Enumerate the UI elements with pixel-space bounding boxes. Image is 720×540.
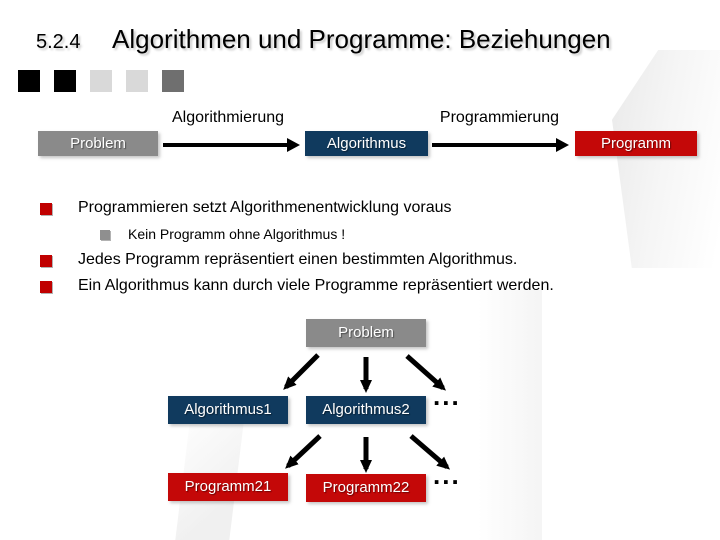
decor-square [126,70,148,92]
bullet-square-icon [100,230,110,240]
arrow-right-icon [432,138,569,152]
decor-square [54,70,76,92]
bullet-square-icon [40,281,52,293]
bullet-item: Programmieren setzt Algorithmenentwicklu… [40,199,452,217]
page-title: Algorithmen und Programme: Beziehungen [112,24,611,54]
flow-label-algorithmierung: Algorithmierung [171,109,285,126]
bullet-square-icon [40,203,52,215]
section-number: 5.2.4 [36,31,81,53]
arrow-right-icon [163,138,300,152]
tree-node-problem: Problem [306,319,426,347]
bullet-text: Programmieren setzt Algorithmenentwicklu… [78,199,452,216]
tree-node-programm21: Programm21 [168,473,288,501]
flow-node-programm: Programm [575,131,697,156]
flow-node-problem: Problem [38,131,158,156]
flow-label-programmierung: Programmierung [439,109,560,126]
bullet-item: Ein Algorithmus kann durch viele Program… [40,277,554,295]
algorithm-ellipsis: ... [433,381,461,411]
bullet-square-icon [40,255,52,267]
bullet-text: Jedes Programm repräsentiert einen besti… [78,251,518,268]
tree-node-programm22: Programm22 [306,474,426,502]
bullet-text: Ein Algorithmus kann durch viele Program… [78,277,554,294]
flow-node-algorithmus: Algorithmus [305,131,428,156]
decor-square [18,70,40,92]
decor-squares-row [18,70,184,92]
bullet-item: Jedes Programm repräsentiert einen besti… [40,251,517,269]
sub-bullet-item: Kein Programm ohne Algorithmus ! [100,226,345,242]
decor-square [162,70,184,92]
decor-square [90,70,112,92]
bullet-text: Kein Programm ohne Algorithmus ! [128,226,346,242]
tree-node-algorithmus2: Algorithmus2 [306,396,426,424]
program-ellipsis: ... [433,460,461,490]
tree-node-algorithmus1: Algorithmus1 [168,396,288,424]
